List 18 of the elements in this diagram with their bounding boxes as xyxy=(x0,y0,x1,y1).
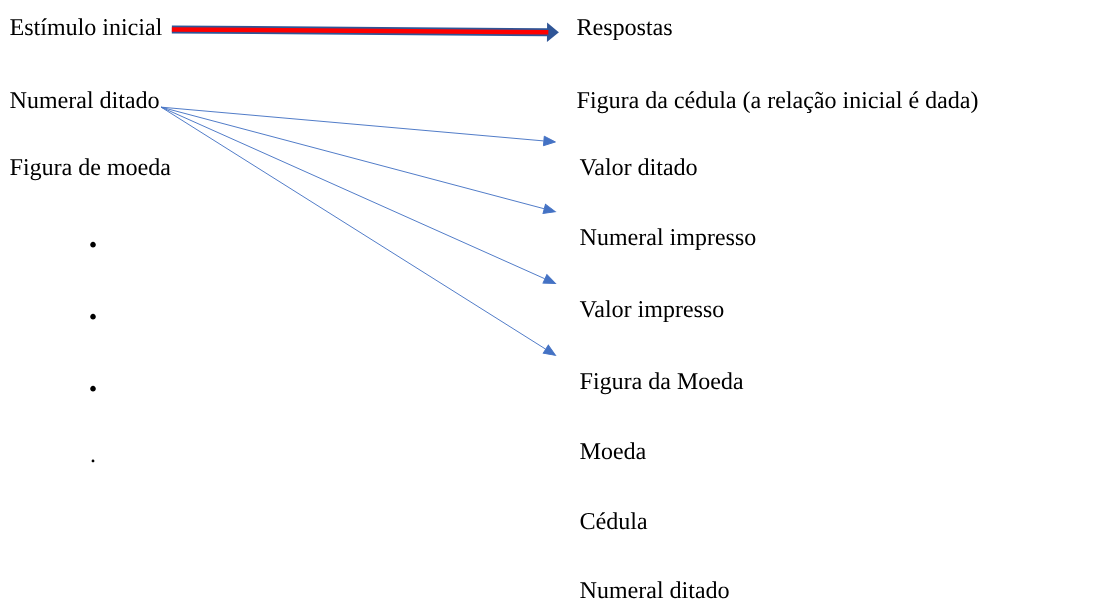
text-item: Cédula xyxy=(580,512,648,530)
text-item: Figura da cédula (a relação inicial é dada) xyxy=(577,91,978,114)
text-item: Numeral impresso xyxy=(580,228,756,251)
text-item: Valor impresso xyxy=(579,300,724,323)
text-item: Figura de moeda xyxy=(10,158,171,181)
arrow xyxy=(160,106,556,285)
text-item: Valor ditado xyxy=(579,158,697,176)
arrow xyxy=(160,106,557,356)
text-item: Numeral ditado xyxy=(10,91,159,109)
dot-mark: . xyxy=(90,313,96,320)
text-item: Figura da Moeda xyxy=(580,372,744,395)
text-item: Moeda xyxy=(580,442,646,460)
dot-mark: . xyxy=(91,459,95,463)
text-item: Numeral ditado xyxy=(580,581,729,599)
text-item: Respostas xyxy=(577,19,672,41)
text-item: Estímulo inicial xyxy=(10,18,162,36)
dot-mark: . xyxy=(90,241,96,248)
dot-mark: . xyxy=(90,385,96,392)
